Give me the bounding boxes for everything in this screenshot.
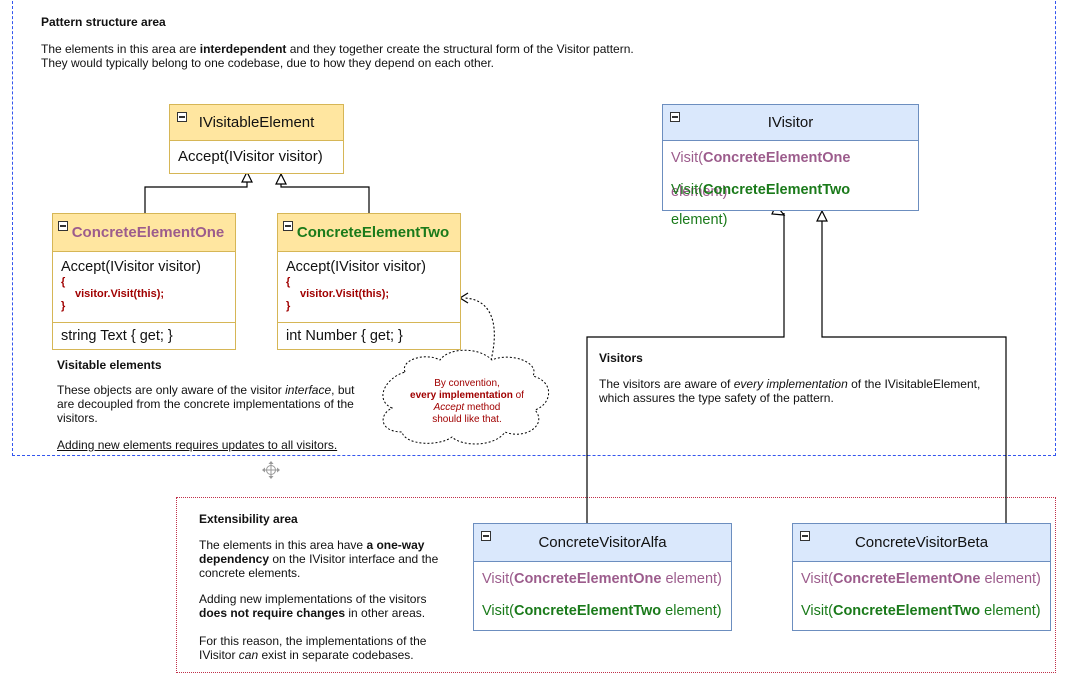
code-brace-close: } — [61, 300, 66, 312]
concrete-element-two-box[interactable]: ConcreteElementTwo Accept(IVisitor visit… — [277, 213, 461, 350]
visitors-description: The visitors are aware of every implemen… — [599, 377, 981, 405]
visitable-elements-title: Visitable elements — [57, 358, 162, 372]
concrete-visitor-beta-box[interactable]: ConcreteVisitorBeta Visit(ConcreteElemen… — [792, 523, 1051, 631]
extensibility-p1: The elements in this area have a one-way… — [199, 538, 439, 580]
pattern-area-title: Pattern structure area — [41, 15, 166, 29]
extensibility-p2: Adding new implementations of the visito… — [199, 592, 427, 620]
code-brace-open: { — [286, 276, 291, 288]
visitable-elements-description: These objects are only aware of the visi… — [57, 383, 355, 425]
visitor-alfa-method-one: Visit(ConcreteElementOne element) — [482, 571, 722, 587]
concrete-element-one-method-section: Accept(IVisitor visitor) { visitor.Visit… — [53, 252, 235, 322]
ivisitable-element-box[interactable]: IVisitableElement Accept(IVisitor visito… — [169, 104, 344, 174]
pattern-area-description: The elements in this area are interdepen… — [41, 42, 634, 70]
concrete-visitor-beta-name: ConcreteVisitorBeta — [854, 534, 989, 551]
visitor-beta-method-two: Visit(ConcreteElementTwo element) — [801, 603, 1041, 619]
inherit-line-element-one — [144, 180, 248, 213]
move-cross-icon[interactable] — [262, 461, 280, 479]
visitable-elements-warning: Adding new elements requires updates to … — [57, 438, 338, 452]
ivisitable-element-method: Accept(IVisitor visitor) — [170, 141, 343, 173]
concrete-element-one-name: ConcreteElementOne — [71, 224, 225, 241]
concrete-element-two-method: Accept(IVisitor visitor) — [286, 259, 426, 275]
code-brace-close: } — [286, 300, 291, 312]
inherit-arrow-element-two — [275, 172, 287, 185]
ivisitor-box[interactable]: IVisitor Visit(ConcreteElementOne elemen… — [662, 104, 919, 228]
ivisitable-element-name: IVisitableElement — [198, 114, 315, 131]
concrete-visitor-alfa-header: ConcreteVisitorAlfa — [474, 524, 731, 562]
code-brace-open: { — [61, 276, 66, 288]
concrete-element-two-property: int Number { get; } — [278, 322, 460, 349]
inherit-arrow-element-one — [241, 170, 253, 183]
cloud-note: By convention, every implementation of A… — [410, 378, 524, 425]
ivisitor-header: IVisitor — [663, 105, 918, 141]
inherit-line-element-two — [280, 182, 370, 213]
concrete-element-two-name: ConcreteElementTwo — [296, 224, 450, 241]
concrete-element-two-method-section: Accept(IVisitor visitor) { visitor.Visit… — [278, 252, 460, 322]
inherit-line-visitor-beta — [821, 221, 1007, 523]
ivisitor-method-two: Visit(ConcreteElementTwo element) — [671, 182, 851, 228]
concrete-element-one-property: string Text { get; } — [53, 322, 235, 349]
extensibility-area — [176, 497, 1056, 673]
extensibility-area-title: Extensibility area — [199, 512, 298, 526]
visitor-beta-method-one: Visit(ConcreteElementOne element) — [801, 571, 1041, 587]
ivisitor-name: IVisitor — [767, 114, 814, 131]
pattern-structure-area — [12, 0, 1056, 456]
collapse-icon[interactable] — [800, 531, 810, 541]
concrete-visitor-beta-header: ConcreteVisitorBeta — [793, 524, 1050, 562]
cloud-pointer — [464, 297, 495, 369]
collapse-icon[interactable] — [177, 112, 187, 122]
ivisitor-method-one: Visit(ConcreteElementOne element) — [671, 150, 851, 200]
collapse-icon[interactable] — [481, 531, 491, 541]
code-visit-call: visitor.Visit(this); — [300, 288, 390, 300]
concrete-visitor-alfa-box[interactable]: ConcreteVisitorAlfa Visit(ConcreteElemen… — [473, 523, 732, 631]
concrete-element-one-header: ConcreteElementOne — [53, 214, 235, 252]
visitors-title: Visitors — [599, 351, 643, 365]
concrete-element-one-method: Accept(IVisitor visitor) — [61, 259, 201, 275]
concrete-element-one-box[interactable]: ConcreteElementOne Accept(IVisitor visit… — [52, 213, 236, 350]
code-visit-call: visitor.Visit(this); — [75, 288, 165, 300]
visitor-alfa-method-two: Visit(ConcreteElementTwo element) — [482, 603, 722, 619]
extensibility-p3: For this reason, the implementations of … — [199, 634, 427, 662]
concrete-visitor-alfa-name: ConcreteVisitorAlfa — [538, 534, 667, 551]
collapse-icon[interactable] — [283, 221, 293, 231]
collapse-icon[interactable] — [58, 221, 68, 231]
concrete-element-two-header: ConcreteElementTwo — [278, 214, 460, 252]
note-cloud-shape — [382, 349, 550, 445]
ivisitable-element-header: IVisitableElement — [170, 105, 343, 141]
inherit-line-visitor-alfa — [586, 213, 785, 523]
inherit-arrow-visitor-beta — [816, 209, 828, 222]
collapse-icon[interactable] — [670, 112, 680, 122]
